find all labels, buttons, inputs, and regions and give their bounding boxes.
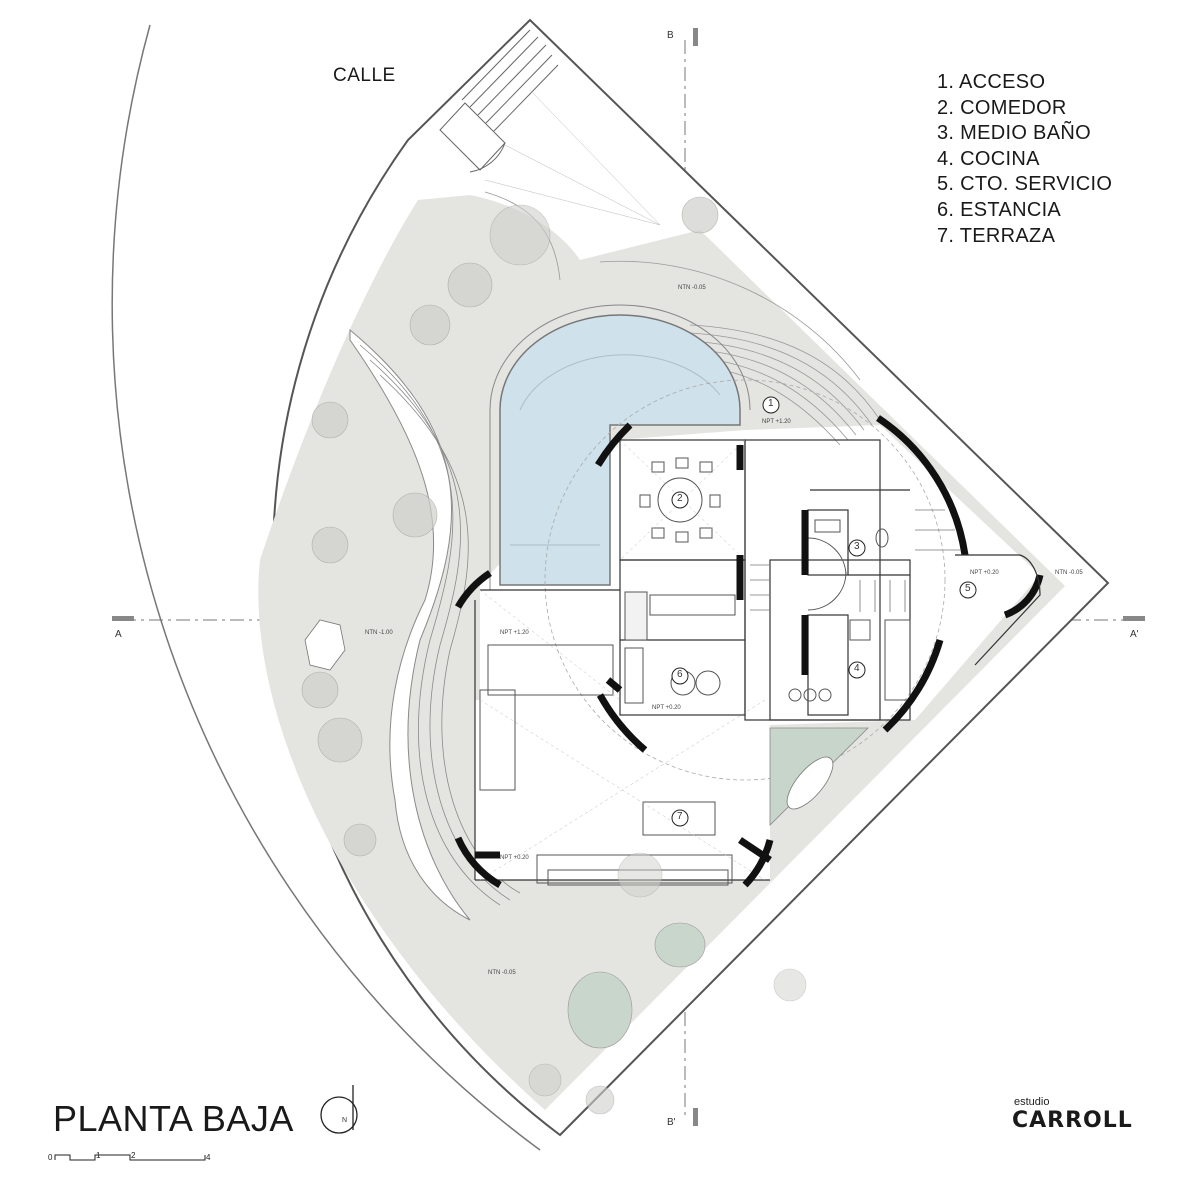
scale-label: 1 [96,1151,101,1160]
level-ntn-top: NTN -0.05 [678,285,706,291]
legend-item: 5. CTO. SERVICIO [937,173,1113,196]
curved-walkway [349,328,471,921]
section-label-a-prime: A' [1130,629,1139,640]
legend-item: 4. COCINA [937,147,1040,170]
pool [499,314,741,586]
service-room [955,554,1041,666]
interior-stairs [750,509,960,612]
legend-item: 1. ACCESO [937,71,1046,93]
room-marker-circles [671,396,977,827]
green-pad-2 [567,971,633,1049]
scale-bar [54,1154,206,1161]
room-legend: 1. ACCESO 2. COMEDOR 3. MEDIO BAÑO 4. CO… [937,70,1112,249]
plan-title: PLANTA BAJA [53,1098,294,1139]
brand-prefix: estudio [1014,1096,1050,1108]
pool-steps [510,354,721,546]
north-arrow [320,1085,358,1134]
scale-label: 0 [48,1153,53,1162]
room-number-5: 5 [965,583,971,594]
structural-walls [454,415,1044,889]
brand-logo: CARROLL [1012,1108,1133,1133]
street-gate [439,29,559,173]
living-furniture [624,591,736,704]
dining-table [639,457,721,543]
green-pad-1 [654,922,706,968]
legend-item: 7. TERRAZA [937,224,1056,247]
rock [304,619,346,671]
kitchen-furniture [788,619,911,702]
room-number-1: 1 [768,398,774,409]
room-number-6: 6 [677,669,683,680]
room-number-4: 4 [854,663,860,674]
level-npt-pool: NPT +1.20 [500,630,529,636]
room-number-7: 7 [677,811,683,822]
room-number-3: 3 [854,541,860,552]
vegetation [301,196,807,1115]
sight-lines [484,89,661,226]
room-number-2: 2 [677,493,683,504]
pool-coping [489,304,751,590]
bath-fixtures [807,519,889,611]
scale-label: 4 [206,1153,211,1162]
terrace-diagonals [479,589,766,881]
street-arc [111,24,541,1151]
level-npt-terrace: NPT +0.20 [500,855,529,861]
section-label-b: B [667,30,674,41]
legend-item: 3. MEDIO BAÑO [937,122,1091,145]
lawn-stone [786,756,834,810]
street-label: CALLE [333,65,396,86]
level-npt-living: NPT +0.20 [652,705,681,711]
central-circle [544,379,946,781]
level-npt-service: NPT +0.20 [970,570,999,576]
section-label-b-prime: B' [667,1117,676,1128]
level-ntn-right: NTN -0.05 [1055,570,1083,576]
section-label-a: A [115,629,122,640]
legend-item: 2. COMEDOR [937,96,1067,119]
level-npt-access: NPT +1.20 [762,419,791,425]
level-ntn-bottom: NTN -0.05 [488,970,516,976]
north-label: N [342,1117,348,1124]
scale-label: 2 [131,1151,136,1160]
legend-item: 6. ESTANCIA [937,198,1062,221]
section-ticks [112,28,1145,1126]
level-ntn-left: NTN -1.00 [365,630,393,636]
